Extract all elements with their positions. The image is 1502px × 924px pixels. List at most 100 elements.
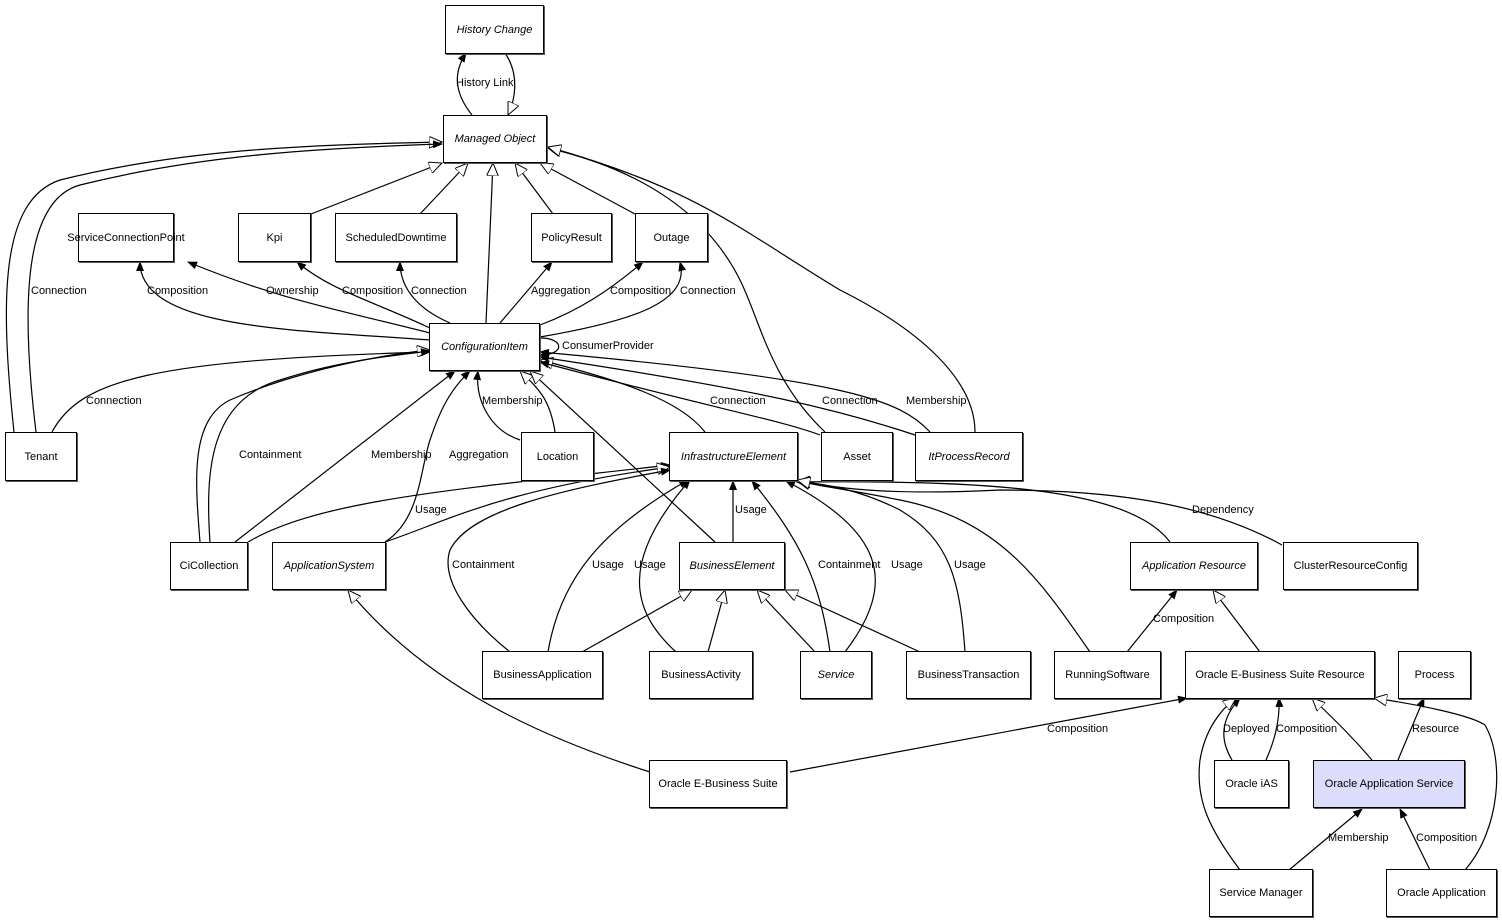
node-label: Application Resource xyxy=(1142,560,1246,572)
node-location[interactable]: Location xyxy=(521,432,594,481)
node-configuration-item[interactable]: ConfigurationItem xyxy=(429,323,540,371)
edge-oas-process xyxy=(1397,697,1425,761)
edge-asset-mo xyxy=(548,148,826,433)
edge-label: Usage xyxy=(415,504,447,516)
node-label: Oracle Application Service xyxy=(1324,778,1454,790)
node-application-resource[interactable]: Application Resource xyxy=(1130,542,1258,590)
edge-label: Usage xyxy=(891,559,923,571)
node-label: Oracle Application xyxy=(1397,887,1486,899)
edge-label: Usage xyxy=(634,559,666,571)
node-business-activity[interactable]: BusinessActivity xyxy=(649,651,753,699)
edge-ci-outage-conn xyxy=(539,261,687,338)
node-oracle-application[interactable]: Oracle Application xyxy=(1386,869,1497,917)
node-oracle-ias[interactable]: Oracle iAS xyxy=(1214,760,1289,808)
edge-ie-ci xyxy=(540,360,706,433)
edge-ci-scp xyxy=(136,261,431,341)
node-service[interactable]: Service xyxy=(800,651,872,699)
node-it-process-record[interactable]: ItProcessRecord xyxy=(915,432,1023,481)
node-oracle-ebs-resource[interactable]: Oracle E-Business Suite Resource xyxy=(1185,651,1375,699)
edge-label: Membership xyxy=(1328,832,1389,844)
node-business-transaction[interactable]: BusinessTransaction xyxy=(906,651,1031,699)
edge-cic-ci-3 xyxy=(234,370,456,543)
node-kpi[interactable]: Kpi xyxy=(238,213,311,262)
node-label: BusinessActivity xyxy=(661,669,741,681)
edge-label: Aggregation xyxy=(449,449,509,461)
node-scheduled-downtime[interactable]: ScheduledDowntime xyxy=(335,213,457,262)
node-application-system[interactable]: ApplicationSystem xyxy=(272,542,386,590)
edge-label: Connection xyxy=(680,285,736,297)
node-oracle-ebs[interactable]: Oracle E-Business Suite xyxy=(649,760,787,808)
edge-label: Deployed xyxy=(1223,723,1270,735)
edge-loc-ci-2 xyxy=(520,371,556,433)
edge-crc-ie xyxy=(797,480,1283,546)
edge-ci-scp-own xyxy=(187,261,431,334)
node-outage[interactable]: Outage xyxy=(635,213,708,262)
node-oracle-application-service[interactable]: Oracle Application Service xyxy=(1313,760,1465,808)
edge-oa-ebsr xyxy=(1374,698,1498,871)
edge-label: Composition xyxy=(1153,613,1215,625)
edge-rs-ar xyxy=(1126,589,1178,653)
edge-ba-ie-cont xyxy=(447,467,671,653)
node-label: Tenant xyxy=(24,450,58,463)
node-label: Process xyxy=(1414,669,1455,681)
edge-label: Composition xyxy=(1416,832,1478,844)
edge-label: Composition xyxy=(147,285,209,297)
node-asset[interactable]: Asset xyxy=(821,432,893,481)
node-label: Asset xyxy=(843,450,871,463)
node-label: Service xyxy=(817,669,855,681)
node-label: BusinessTransaction xyxy=(917,669,1020,681)
edge-itpr-mo xyxy=(548,147,976,433)
edge-sm-ebsr xyxy=(1198,698,1241,871)
edge-label: Composition xyxy=(1276,723,1338,735)
node-managed-object[interactable]: Managed Object xyxy=(443,115,547,163)
edge-label: Membership xyxy=(371,449,432,461)
node-cluster-resource-config[interactable]: ClusterResourceConfig xyxy=(1283,542,1418,590)
node-infrastructure-element[interactable]: InfrastructureElement xyxy=(669,432,798,481)
edge-tenant-ci xyxy=(51,348,431,433)
node-label: Outage xyxy=(653,231,690,244)
node-ci-collection[interactable]: CiCollection xyxy=(170,542,248,590)
edge-oa-oas xyxy=(1399,808,1431,871)
node-running-software[interactable]: RunningSoftware xyxy=(1054,651,1161,699)
edge-label: Connection xyxy=(86,395,142,407)
node-label: ItProcessRecord xyxy=(928,450,1010,463)
edge-label: Composition xyxy=(1047,723,1109,735)
edge-svc-ie-cont xyxy=(751,480,831,653)
edge-ebs-as xyxy=(348,590,651,773)
node-process[interactable]: Process xyxy=(1398,651,1471,699)
edge-label: Usage xyxy=(735,504,767,516)
edge-history-link xyxy=(456,52,473,116)
edge-label: Containment xyxy=(452,559,515,571)
node-service-connection-point[interactable]: ServiceConnectionPoint xyxy=(67,213,185,262)
edge-itpr-ci-2 xyxy=(539,348,931,433)
node-service-manager[interactable]: Service Manager xyxy=(1209,869,1313,917)
node-tenant[interactable]: Tenant xyxy=(5,432,77,481)
edge-label: ConsumerProvider xyxy=(562,340,654,352)
edge-label: History Link xyxy=(456,77,514,89)
edge-label: Membership xyxy=(906,395,967,407)
node-label: Managed Object xyxy=(454,133,536,145)
edge-bapp-be xyxy=(581,590,692,653)
edge-ci-kpi xyxy=(296,261,431,329)
edge-bt-be xyxy=(785,589,921,653)
node-policy-result[interactable]: PolicyResult xyxy=(531,213,612,262)
edge-be-ci xyxy=(530,371,716,543)
edge-ias-ebsr-comp xyxy=(1265,697,1284,761)
edge-tenant-mo-2 xyxy=(27,140,443,433)
node-label: ServiceConnectionPoint xyxy=(67,231,185,244)
edge-ebsr-ar xyxy=(1213,590,1261,653)
edge-sd-mo xyxy=(419,163,468,215)
node-business-application[interactable]: BusinessApplication xyxy=(482,651,603,699)
edge-ci-pr xyxy=(499,261,553,324)
edge-outage-mo xyxy=(540,163,636,215)
edge-sm-oas xyxy=(1288,808,1363,871)
node-history-change[interactable]: History Change xyxy=(445,5,544,54)
node-business-element[interactable]: BusinessElement xyxy=(679,542,785,590)
node-label: Location xyxy=(536,450,579,463)
edge-bact-be xyxy=(707,590,725,653)
node-label: BusinessApplication xyxy=(493,669,592,681)
node-label: RunningSoftware xyxy=(1065,669,1150,681)
edge-pr-mo xyxy=(515,163,554,215)
node-label: Oracle E-Business Suite xyxy=(658,778,778,790)
edge-ba-ie-usage xyxy=(547,479,689,653)
